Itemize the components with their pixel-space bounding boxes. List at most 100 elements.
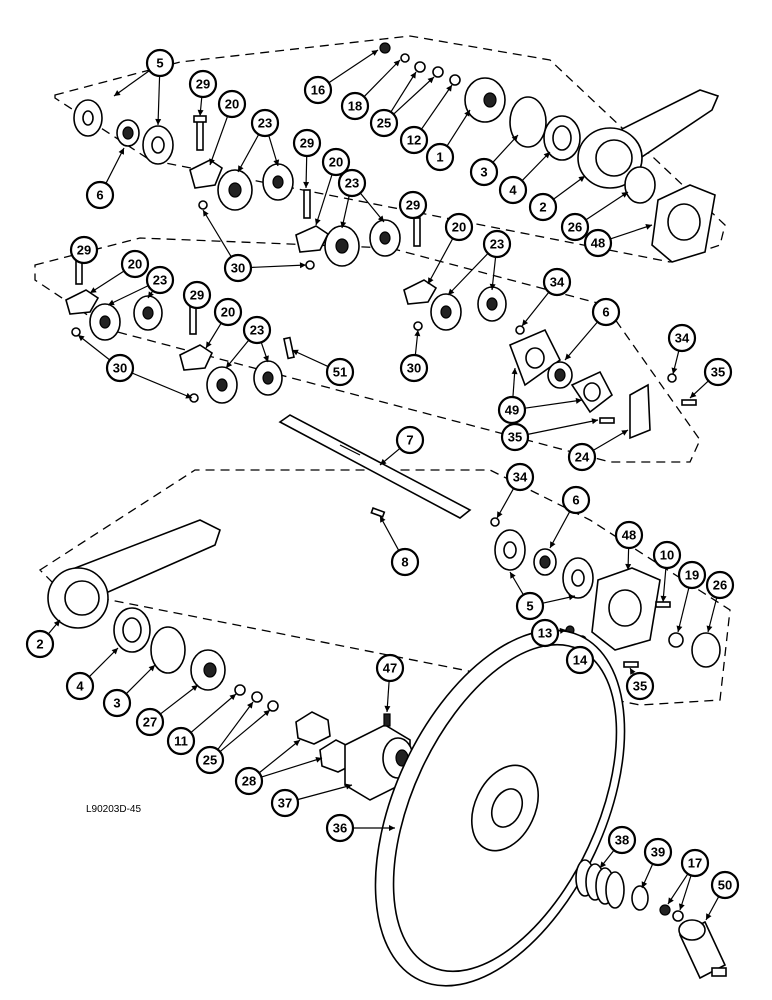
leader-arrow-23 bbox=[226, 361, 233, 368]
shaft-7 bbox=[278, 414, 472, 519]
leader-arrow-48 bbox=[625, 563, 632, 570]
callout-25: 25 bbox=[195, 745, 225, 775]
leader-arrow-23 bbox=[377, 215, 384, 222]
callout-20: 20 bbox=[120, 249, 150, 279]
callout-number: 23 bbox=[153, 273, 167, 288]
leader-line-27 bbox=[159, 684, 199, 715]
leader-line-4 bbox=[521, 151, 551, 182]
lower-parts bbox=[47, 517, 727, 987]
leader-arrow-5 bbox=[114, 90, 121, 96]
leader-arrow-8 bbox=[380, 516, 386, 523]
callout-number: 7 bbox=[406, 433, 413, 448]
callout-circle bbox=[321, 147, 351, 177]
leader-arrow-35 bbox=[690, 391, 697, 398]
callout-number: 25 bbox=[203, 753, 217, 768]
callout-35: 35 bbox=[625, 671, 655, 701]
callout-number: 2 bbox=[36, 637, 43, 652]
nut-30-b bbox=[305, 260, 315, 270]
callout-circle bbox=[303, 75, 333, 105]
callout-circle bbox=[399, 353, 429, 383]
callout-circle bbox=[497, 395, 527, 425]
mounting-plate-48-b-bore bbox=[608, 589, 642, 627]
callout-29: 29 bbox=[398, 190, 428, 220]
spring-38-coil-4 bbox=[605, 871, 625, 909]
grease-fitting-47 bbox=[383, 713, 391, 727]
callout-number: 29 bbox=[196, 77, 210, 92]
callout-number: 10 bbox=[660, 548, 674, 563]
callout-number: 20 bbox=[221, 305, 235, 320]
leader-arrow-2 bbox=[53, 620, 60, 627]
callout-circle bbox=[710, 870, 740, 900]
leader-arrow-3 bbox=[511, 135, 518, 142]
snap-ring-3-b bbox=[150, 626, 186, 674]
leader-line-16 bbox=[328, 49, 379, 84]
leader-arrow-3 bbox=[148, 665, 155, 672]
cap-50-end bbox=[678, 919, 706, 941]
bolt-29-b bbox=[303, 189, 311, 219]
callout-number: 23 bbox=[250, 323, 264, 338]
callout-circle bbox=[583, 228, 613, 258]
callout-number: 17 bbox=[688, 856, 702, 871]
callout-3: 3 bbox=[469, 157, 499, 187]
leader-line-6 bbox=[564, 321, 599, 361]
callout-36: 36 bbox=[325, 813, 355, 843]
leader-line-3 bbox=[492, 134, 519, 163]
callout-28: 28 bbox=[234, 766, 264, 796]
mounting-plate-48-bore bbox=[667, 203, 701, 241]
leader-line-20 bbox=[427, 238, 454, 285]
leader-line-6 bbox=[549, 511, 571, 549]
leader-line-28 bbox=[261, 757, 323, 778]
leader-line-26 bbox=[585, 191, 629, 221]
bracket-20-b bbox=[295, 225, 330, 253]
sprocket-23-j-hub bbox=[486, 297, 498, 311]
callout-16: 16 bbox=[303, 75, 333, 105]
callout-circle bbox=[270, 788, 300, 818]
leader-arrow-5 bbox=[568, 594, 575, 601]
washer-17-b bbox=[672, 910, 684, 922]
flange-plate-5-inner bbox=[82, 110, 94, 126]
leader-arrow-51 bbox=[292, 349, 299, 356]
callout-circle bbox=[375, 653, 405, 683]
pulley-36-bore bbox=[490, 788, 524, 828]
callout-number: 11 bbox=[174, 734, 188, 749]
leader-line-25 bbox=[393, 76, 435, 115]
leader-arrow-47 bbox=[384, 705, 391, 712]
callout-circle bbox=[561, 485, 591, 515]
callout-circle bbox=[677, 560, 707, 590]
sprocket-23-i-hub bbox=[440, 305, 452, 319]
leader-arrow-1 bbox=[464, 110, 470, 117]
callout-circle bbox=[542, 267, 572, 297]
callout-number: 3 bbox=[480, 165, 487, 180]
shaft-7-detail bbox=[339, 444, 361, 456]
bracket-20-d bbox=[179, 344, 214, 371]
leader-arrow-26 bbox=[621, 192, 628, 198]
callout-circle bbox=[145, 48, 175, 78]
bearing-4-inner bbox=[552, 125, 572, 151]
callout-number: 12 bbox=[407, 133, 421, 148]
callout-number: 51 bbox=[333, 365, 347, 380]
leader-arrow-23 bbox=[238, 165, 244, 172]
leader-arrow-12 bbox=[446, 85, 452, 92]
leader-arrow-23 bbox=[273, 159, 280, 166]
leader-arrow-23 bbox=[263, 355, 269, 362]
leader-arrow-39 bbox=[641, 881, 648, 888]
leader-line-8 bbox=[379, 515, 400, 551]
callout-number: 8 bbox=[401, 555, 408, 570]
callout-circle bbox=[500, 422, 530, 452]
callout-circle bbox=[560, 212, 590, 242]
leader-arrow-17 bbox=[668, 897, 674, 904]
callout-number: 34 bbox=[550, 275, 565, 290]
leader-arrow-20 bbox=[314, 218, 321, 225]
bolt-35-a bbox=[681, 399, 697, 406]
callout-circle bbox=[528, 192, 558, 222]
callout-circle bbox=[217, 89, 247, 119]
leader-line-3 bbox=[125, 664, 156, 695]
leader-arrow-20 bbox=[209, 158, 215, 165]
leader-arrow-35 bbox=[591, 418, 598, 425]
callout-4: 4 bbox=[498, 175, 528, 205]
leader-arrow-34 bbox=[522, 319, 529, 326]
callout-number: 36 bbox=[333, 821, 347, 836]
washer-18 bbox=[400, 53, 410, 63]
leader-arrow-20 bbox=[90, 287, 97, 293]
nut-34-b bbox=[667, 373, 677, 383]
